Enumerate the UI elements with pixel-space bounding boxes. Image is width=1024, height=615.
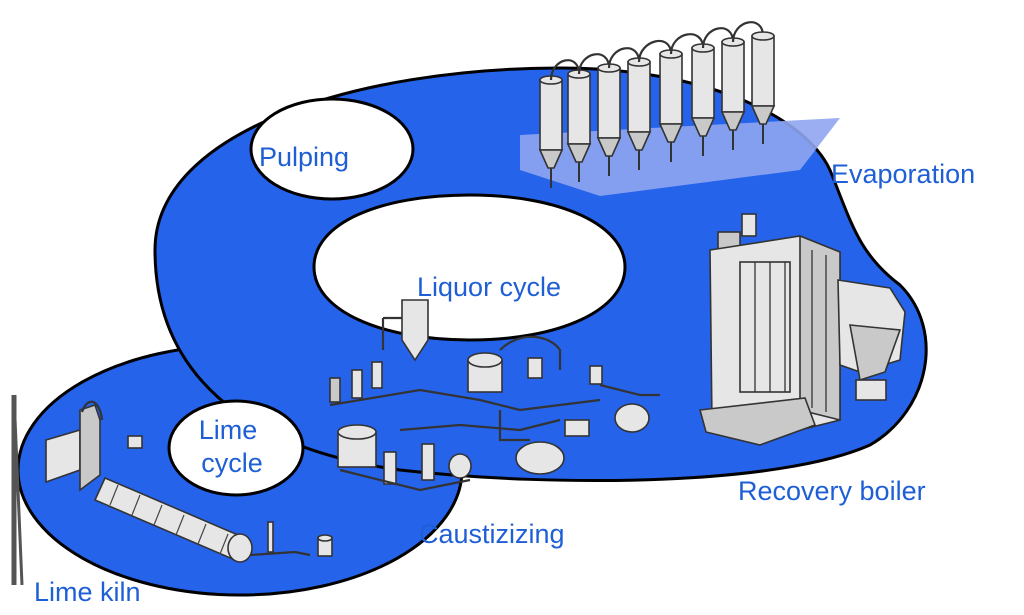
- evaporator-body: [597, 67, 621, 139]
- lime-kiln-label: Lime kiln: [34, 577, 141, 607]
- evaporator-vapour-pipe: [669, 33, 705, 55]
- evaporation-label: Evaporation: [831, 159, 975, 189]
- lime-cycle-label-line1: Lime: [199, 415, 258, 445]
- evaporator-body: [627, 61, 651, 133]
- evaporator-bodies: [538, 21, 776, 188]
- evaporator-cone: [596, 137, 622, 157]
- evaporator-body: [567, 73, 591, 145]
- evaporator-vapour-pipe: [607, 47, 641, 69]
- evaporator-cone: [658, 123, 684, 143]
- evaporator-cone: [566, 143, 592, 163]
- evaporator-body: [751, 35, 775, 107]
- evaporator-vapour-pipe: [549, 59, 581, 81]
- evaporator-cone: [690, 117, 716, 137]
- evaporator-vapour-pipe: [731, 21, 765, 43]
- caustizizing-label: Caustizizing: [419, 519, 565, 549]
- lime-kiln-unit: [11, 394, 333, 586]
- recovery-boiler-unit: [698, 213, 906, 446]
- evaporator-cap: [751, 31, 775, 41]
- evaporator-body: [539, 79, 563, 151]
- evaporator-body: [721, 41, 745, 113]
- evaporator-vapour-pipe: [701, 27, 735, 49]
- evaporator-vapour-pipe: [637, 39, 673, 63]
- evaporator-vapour-pipe: [577, 53, 611, 75]
- lime-cycle-bubble: [167, 399, 305, 497]
- pulping-label: Pulping: [259, 142, 349, 172]
- recovery-boiler-label: Recovery boiler: [738, 476, 926, 506]
- evaporator-body: [659, 53, 683, 125]
- evaporator-cone: [626, 131, 652, 151]
- lime-cycle-label-line2: cycle: [201, 448, 263, 478]
- evaporator-cone: [750, 105, 776, 125]
- evaporator-cone: [720, 111, 746, 131]
- evaporator-body: [691, 47, 715, 119]
- pulping-bubble: [249, 97, 415, 201]
- liquor-cycle-label: Liquor cycle: [417, 272, 561, 302]
- evaporator-plant: [520, 21, 840, 196]
- evaporator-cone: [538, 149, 564, 169]
- causticizing-plant: [329, 299, 660, 492]
